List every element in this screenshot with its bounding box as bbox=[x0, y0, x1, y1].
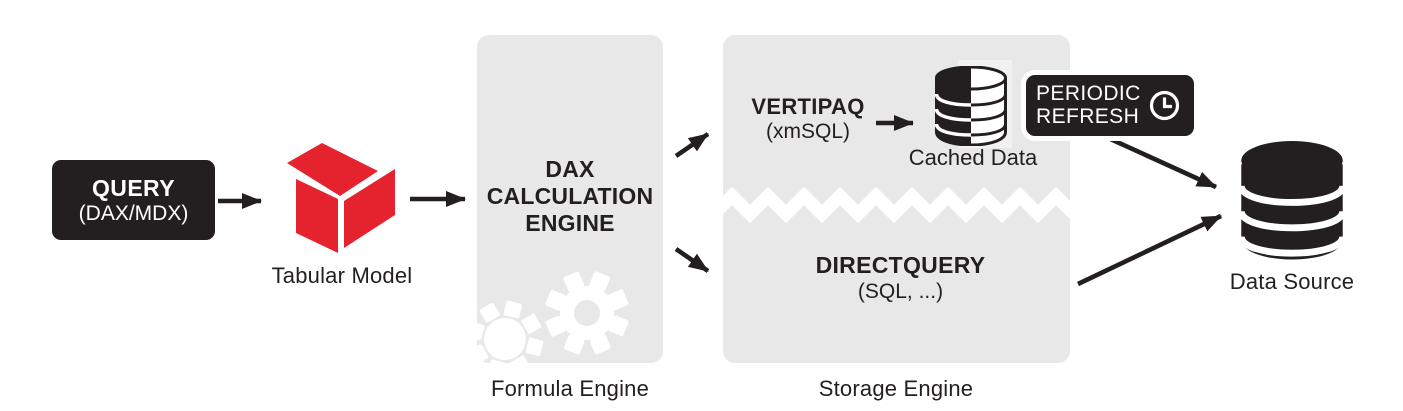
query-subtitle: (DAX/MDX) bbox=[78, 201, 189, 225]
data-source-label: Data Source bbox=[1229, 269, 1355, 294]
formula-engine-caption: Formula Engine bbox=[490, 376, 650, 401]
storage-engine-caption: Storage Engine bbox=[818, 376, 974, 401]
gears-icon bbox=[477, 271, 629, 363]
directquery-block: DIRECTQUERY (SQL, ...) bbox=[778, 252, 1023, 305]
query-title: QUERY bbox=[92, 174, 175, 201]
arrow-refresh-to-datasource bbox=[1105, 134, 1217, 190]
vertipaq-subtitle: (xmSQL) bbox=[766, 120, 850, 143]
tabular-model-label: Tabular Model bbox=[271, 263, 413, 288]
formula-engine-title-line: CALCULATION bbox=[486, 183, 654, 209]
arrow-formula-to-directquery bbox=[674, 247, 710, 273]
tabular-model-icon bbox=[287, 143, 395, 253]
vertipaq-title: VERTIPAQ bbox=[751, 94, 865, 119]
directquery-subtitle: (SQL, ...) bbox=[857, 280, 944, 303]
cached-data-label: Cached Data bbox=[908, 145, 1038, 170]
vertipaq-block: VERTIPAQ (xmSQL) bbox=[725, 95, 891, 144]
formula-engine-title-line: DAX bbox=[545, 156, 595, 182]
cached-data-database-icon bbox=[935, 66, 1007, 146]
arrow-formula-to-vertipaq bbox=[674, 132, 710, 158]
periodic-refresh-label: PERIODIC REFRESH bbox=[1036, 82, 1141, 128]
storage-engine-box: VERTIPAQ (xmSQL) Cached Data DIRECTQUERY bbox=[723, 35, 1070, 363]
query-box: QUERY (DAX/MDX) bbox=[52, 160, 215, 240]
zigzag-divider bbox=[723, 186, 1070, 224]
formula-engine-title-line: ENGINE bbox=[525, 210, 615, 236]
data-source-icon bbox=[1240, 141, 1344, 260]
periodic-refresh-badge: PERIODIC REFRESH bbox=[1026, 75, 1194, 136]
formula-engine-title: DAX CALCULATION ENGINE bbox=[477, 156, 663, 237]
clock-icon bbox=[1149, 90, 1179, 121]
directquery-title: DIRECTQUERY bbox=[815, 252, 986, 278]
formula-engine-box: DAX CALCULATION ENGINE bbox=[477, 35, 663, 363]
